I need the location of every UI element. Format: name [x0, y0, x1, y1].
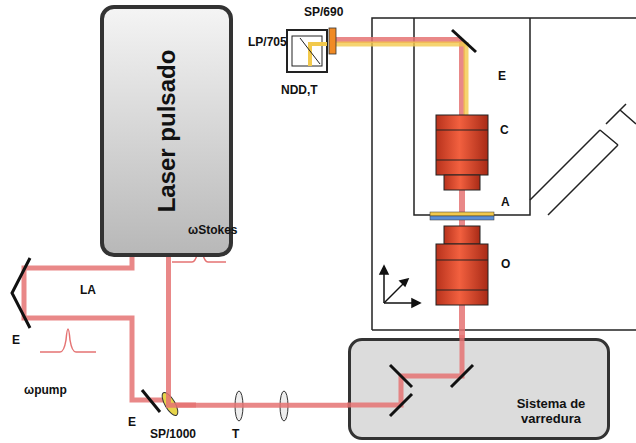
beam-splitter [300, 38, 320, 64]
signal-beam [336, 42, 466, 47]
part-label: SP/690 [304, 6, 343, 19]
laser-label: Laser pulsado [153, 50, 181, 213]
scanner-label: Sistema de varredura [505, 397, 597, 427]
excitation-beam [459, 305, 465, 340]
laser-beam [169, 257, 349, 405]
mirror [390, 394, 412, 416]
part-label: E [12, 334, 20, 347]
part-label: ωStokes [188, 224, 238, 237]
mirror [452, 30, 476, 52]
condenser [436, 115, 488, 190]
scanner-box: Sistema de varredura [348, 338, 610, 440]
detector-box [287, 30, 327, 72]
excitation-beam [347, 335, 462, 405]
signal-beam [464, 42, 469, 115]
mirror [12, 258, 160, 412]
mirror [451, 365, 473, 387]
laser-box: Laser pulsado [100, 5, 233, 257]
part-label: ωpump [24, 384, 67, 397]
part-label: E [498, 70, 506, 83]
part-label: SP/1000 [150, 428, 196, 441]
axes-symbol [380, 266, 420, 307]
part-label: C [500, 124, 509, 137]
part-label: LA [80, 284, 96, 297]
part-label: NDD,T [281, 84, 318, 97]
pump-pulse [40, 329, 96, 352]
detector [292, 36, 322, 66]
filter [329, 28, 336, 54]
sample [430, 216, 494, 220]
microscope-frame [372, 18, 636, 330]
mirror [390, 365, 412, 387]
sample [430, 212, 494, 216]
part-label: O [501, 258, 510, 271]
objective [436, 226, 488, 305]
part-label: T [232, 428, 239, 441]
part-label: E [128, 416, 136, 429]
part-label: A [501, 196, 510, 209]
part-label: LP/705 [248, 36, 287, 49]
